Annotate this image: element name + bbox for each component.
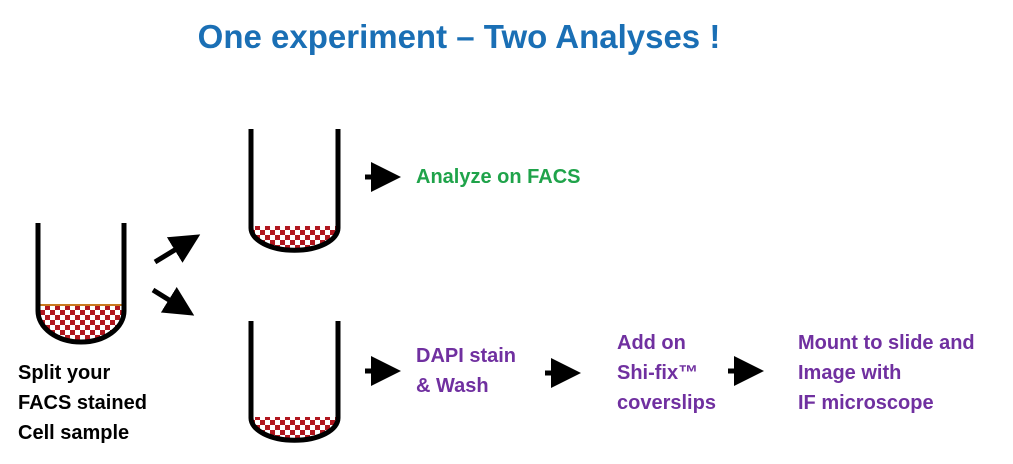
page-title: One experiment – Two Analyses ! — [197, 18, 721, 55]
split-arrow-down — [151, 287, 195, 316]
shifix-step-line: coverslips — [617, 392, 716, 414]
if-tube — [248, 321, 341, 443]
dapi-step-line: DAPI stain — [416, 345, 517, 367]
source-label-line: Cell sample — [18, 422, 130, 444]
facs-step-label: Analyze on FACS — [416, 166, 581, 188]
source-tube — [35, 223, 127, 345]
shifix-step-label: Add on Shi-fix™ coverslips — [617, 328, 716, 418]
mount-step-line: IF microscope — [798, 392, 934, 414]
mount-step-label: Mount to slide and Image with IF microsc… — [798, 328, 975, 418]
mount-step-line: Image with — [798, 362, 902, 384]
mount-step-line: Mount to slide and — [798, 332, 975, 354]
source-label: Split your FACS stained Cell sample — [18, 358, 147, 448]
facs-tube — [248, 129, 341, 253]
facs-tube-outline — [248, 129, 341, 253]
facs-tube-sample — [250, 226, 339, 250]
if-tube-sample — [250, 417, 339, 440]
if-tube-outline — [248, 321, 341, 443]
shifix-step-line: Add on — [617, 332, 686, 354]
source-label-line: FACS stained — [18, 392, 147, 414]
dapi-step-label: DAPI stain & Wash — [416, 341, 516, 401]
source-tube-sample — [37, 305, 125, 341]
shifix-step-line: Shi-fix™ — [617, 362, 699, 384]
source-tube-outline — [35, 223, 127, 345]
dapi-step-line: & Wash — [416, 375, 489, 397]
source-label-line: Split your — [18, 362, 111, 384]
split-arrow-up — [153, 234, 201, 265]
